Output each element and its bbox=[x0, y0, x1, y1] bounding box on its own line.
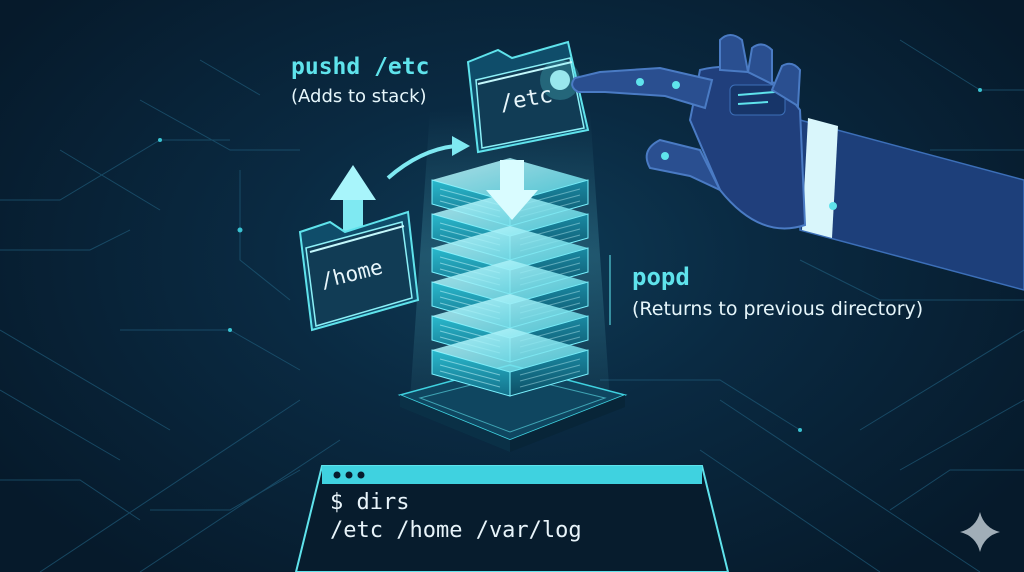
popd-command-label: popd bbox=[632, 263, 690, 291]
terminal-prompt: $ dirs bbox=[330, 490, 409, 515]
pushd-description-label: (Adds to stack) bbox=[291, 86, 427, 107]
pushd-command-label: pushd /etc bbox=[291, 54, 429, 80]
terminal-output: /etc /home /var/log bbox=[330, 518, 582, 543]
popd-description-label: (Returns to previous directory) bbox=[632, 298, 923, 320]
